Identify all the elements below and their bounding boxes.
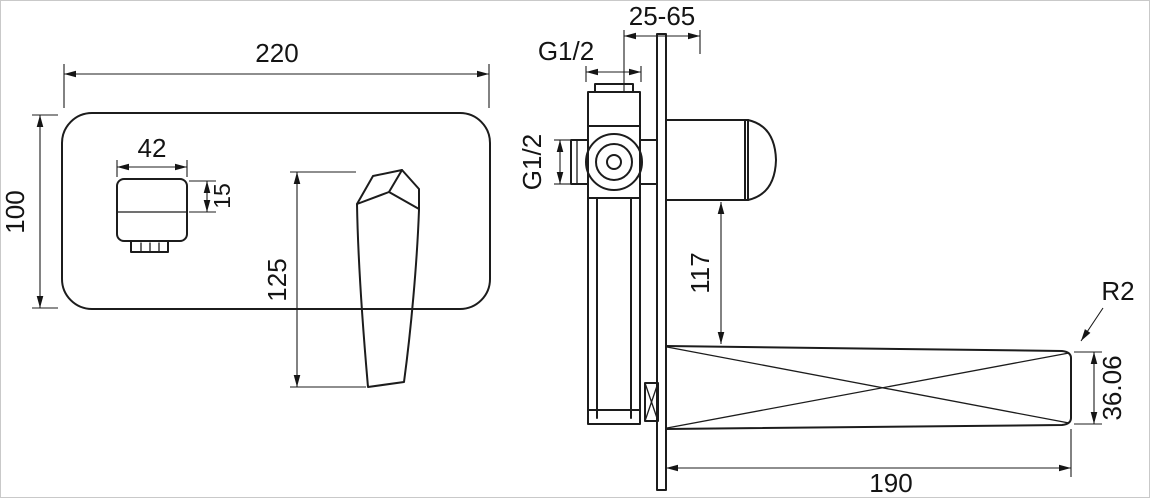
mixer-body-side-view <box>665 119 777 201</box>
side-view: 25-65 G1/2 G1/2 117 R2 36.06 <box>517 1 1135 498</box>
valve-body-side-view <box>570 83 658 425</box>
leader-line <box>1080 307 1104 342</box>
side-inlet-port <box>570 139 589 185</box>
dim-spout-drop: 117 <box>685 202 725 344</box>
spout-diagonal <box>666 346 1070 424</box>
dim-label-side-inlet-thread: G1/2 <box>517 134 547 190</box>
rounded-cap <box>747 119 777 201</box>
front-view: 220 100 42 15 125 <box>0 38 491 388</box>
dim-label-wall-thickness: 25-65 <box>629 1 696 31</box>
dim-wall-thickness: 25-65 <box>623 1 701 92</box>
handle-front-view <box>356 169 420 388</box>
dim-spout-height: 36.06 <box>1074 351 1127 425</box>
dim-side-inlet-thread: G1/2 <box>517 134 570 190</box>
valve-port-circle-inner <box>606 154 622 170</box>
dim-spout-width: 42 <box>116 133 188 177</box>
spout-side-view <box>665 345 1072 430</box>
dim-label-spout-drop: 117 <box>685 252 715 293</box>
dim-label-spout-height: 36.06 <box>1097 355 1127 420</box>
dim-overall-width: 220 <box>63 38 490 108</box>
dim-label-handle-length: 125 <box>262 258 292 301</box>
dim-label-spout-length: 190 <box>869 468 912 498</box>
spout-diagonal <box>666 352 1070 429</box>
valve-port-circle-outer <box>585 133 643 191</box>
cover-plate-outline <box>61 112 491 310</box>
dim-label-spout-width: 42 <box>138 133 167 163</box>
dim-label-spout-radius: R2 <box>1101 276 1134 306</box>
dim-spout-length: 190 <box>665 429 1072 498</box>
spout-outline <box>665 345 1072 430</box>
dim-spout-radius: R2 <box>1080 276 1135 342</box>
dim-spout-lip-height: 15 <box>189 180 235 213</box>
spout-front-view <box>116 178 188 253</box>
dim-label-overall-height: 100 <box>0 190 30 233</box>
spout-mount-bracket <box>644 382 659 422</box>
dim-handle-length: 125 <box>262 171 366 388</box>
handle-facet-line <box>388 169 403 193</box>
dim-top-inlet-thread: G1/2 <box>538 36 642 82</box>
dim-label-top-inlet-thread: G1/2 <box>538 36 594 66</box>
aerator-front <box>130 240 169 253</box>
dim-label-overall-width: 220 <box>255 38 298 68</box>
dim-overall-height: 100 <box>0 114 58 309</box>
handle-outline <box>356 169 420 388</box>
top-inlet-port <box>594 83 634 93</box>
bracket-outline <box>644 382 659 422</box>
valve-port-circle-mid <box>595 143 633 181</box>
dim-label-spout-lip-height: 15 <box>209 183 235 209</box>
bracket-diagonal <box>644 382 659 422</box>
